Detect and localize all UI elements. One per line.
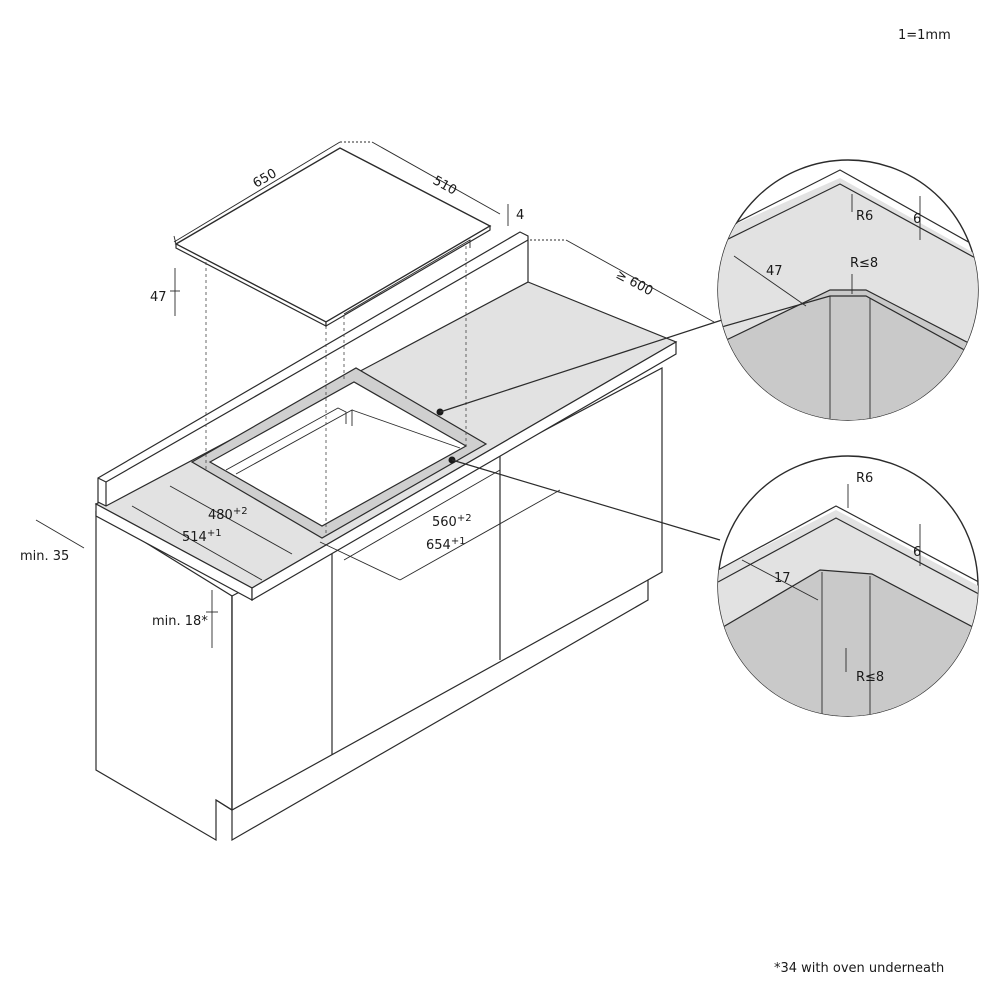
dim-650-line [173, 141, 341, 243]
cutout-inner-width-label: 560+2 [432, 513, 472, 530]
dimension-lines [35, 141, 723, 648]
dim-560-line [343, 469, 501, 561]
detail-circle-top [717, 159, 979, 421]
detail-bottom-width: 17 [774, 571, 791, 586]
dim-654-line [399, 489, 561, 581]
cabinet [95, 367, 663, 842]
detail-bottom-radius-outer: R6 [856, 471, 873, 486]
detail-top-radius-outer: R6 [856, 209, 873, 224]
detail-bottom-step: 6 [913, 545, 921, 560]
cutout-inner-wall-2 [225, 407, 347, 471]
dim-600-line [565, 239, 715, 323]
leader-top [439, 319, 723, 413]
hob-depth-label: 510 [430, 173, 459, 198]
plinth [215, 579, 649, 811]
cutout-back-wall [351, 409, 461, 449]
dim-480-line [169, 485, 293, 555]
hob-body [343, 239, 471, 315]
dim-35-line [35, 519, 85, 549]
detail-top-width: 47 [766, 264, 783, 279]
worktop-side-edge [251, 340, 677, 602]
worktop-front-label: min. 35 [20, 549, 69, 564]
worktop-depth-label: ≥ 600 [613, 267, 655, 299]
worktop-thickness-label: min. 18* [152, 614, 208, 629]
cutout [190, 367, 488, 539]
hob-thickness-label: 4 [516, 208, 524, 223]
detail-bottom-width-line [741, 559, 819, 601]
detail-top-radius-inner: R≤8 [850, 256, 878, 271]
footnote: *34 with oven underneath [774, 961, 944, 976]
top-upper-edge [718, 169, 978, 255]
dim-514-line [131, 505, 263, 581]
leader-bottom [451, 459, 721, 541]
detail-circle-bottom [717, 455, 979, 717]
bottom-upper-edge [718, 505, 978, 589]
detail-top-width-line [733, 255, 807, 307]
cutout-outer-depth-label: 514+1 [182, 528, 222, 545]
scale-note: 1=1mm [898, 28, 951, 43]
hob-height-label: 47 [150, 290, 167, 305]
cutout-outer-width-label: 654+1 [426, 536, 466, 553]
hob [174, 147, 492, 536]
upstand-front [97, 231, 529, 507]
detail-bottom-radius-inner: R≤8 [856, 670, 884, 685]
cutout-inner-depth-label: 480+2 [208, 506, 248, 523]
detail-top-step: 6 [913, 212, 921, 227]
dim-510-line [371, 141, 501, 215]
